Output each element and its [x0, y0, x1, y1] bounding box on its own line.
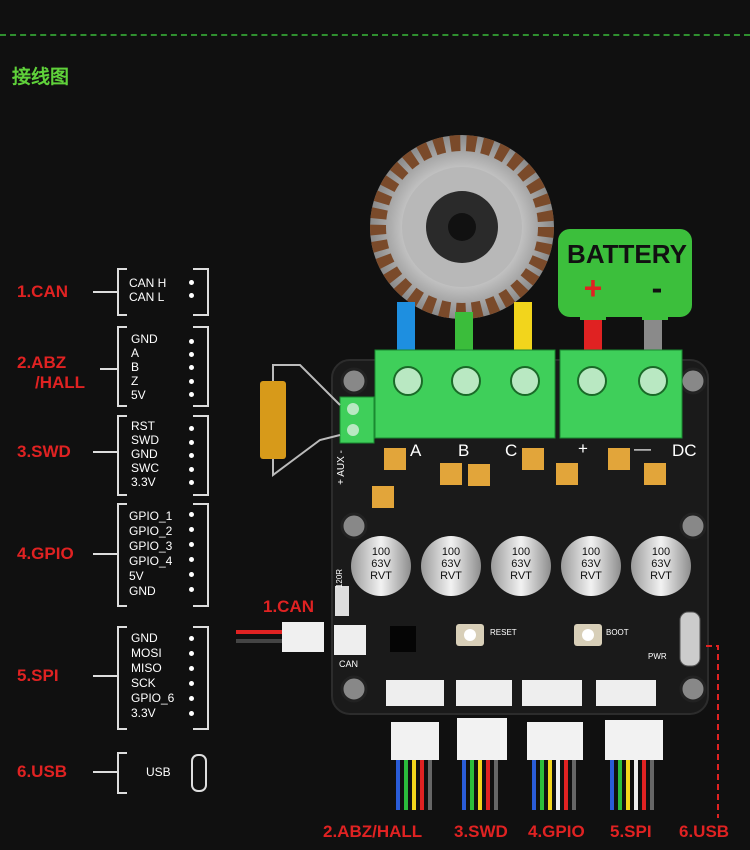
- group-label-can: 1.CAN: [17, 282, 69, 301]
- termination-jumper: [335, 586, 349, 616]
- pwr-label: PWR: [648, 652, 667, 661]
- bottom-label-swd: 3.SWD: [454, 822, 508, 841]
- pin-dot: [189, 439, 194, 445]
- usb-c-board: [679, 611, 701, 667]
- group-label-spi: 5.SPI: [17, 666, 59, 685]
- connector-line: [93, 771, 117, 773]
- boot-label: BOOT: [606, 628, 629, 637]
- pin-header: [193, 415, 209, 496]
- pin-dot: [189, 293, 194, 298]
- battery-plus: +: [583, 270, 603, 306]
- bracket: [117, 326, 127, 407]
- pin-dot: [189, 557, 194, 562]
- pin-dot: [189, 339, 194, 344]
- connector-line: [93, 675, 117, 677]
- can-connector: [334, 625, 366, 655]
- pin-dot: [189, 280, 194, 285]
- pin-dot: [189, 352, 194, 358]
- pin-header: [193, 503, 209, 607]
- pin-dot: [189, 696, 194, 701]
- pin-dot: [189, 527, 194, 532]
- r120-label: 120R: [335, 568, 345, 589]
- pin-dot: [189, 636, 194, 641]
- board-can-label: CAN: [339, 659, 359, 669]
- pin-dot: [189, 378, 194, 384]
- pin-dot: [189, 466, 194, 472]
- header-divider: [0, 34, 750, 36]
- pin-header: [193, 326, 209, 407]
- pin-dot: [189, 453, 194, 459]
- pin-dot: [189, 681, 194, 686]
- bracket: [117, 752, 127, 794]
- reset-label: RESET: [490, 628, 517, 637]
- pin-header: [193, 626, 209, 730]
- dc-label: DC: [672, 441, 697, 460]
- can-callout: 1.CAN: [263, 597, 315, 616]
- pin-dot: [189, 365, 194, 371]
- usb-callout-line: [706, 645, 719, 818]
- pin-dot: [189, 711, 194, 716]
- group-label-usb: 6.USB: [17, 762, 68, 781]
- capacitor-row: [351, 536, 691, 596]
- bracket: [117, 415, 127, 496]
- phase-label-b: B: [458, 441, 470, 460]
- chip: [390, 626, 416, 652]
- aux-terminal-block: [339, 396, 375, 444]
- connector-line: [100, 368, 117, 370]
- bottom-label-usb: 6.USB: [679, 822, 730, 841]
- battery-label: BATTERY: [567, 239, 687, 269]
- connector-line: [93, 553, 117, 555]
- group-label-abz-hall: 2.ABZ /HALL: [17, 353, 86, 392]
- aux-label: + AUX -: [335, 450, 347, 485]
- power-minus-label: —: [634, 439, 651, 458]
- power-plus-label: +: [578, 439, 588, 458]
- pin-dot: [189, 542, 194, 547]
- cable-plugs: [391, 718, 663, 760]
- wire-c: [514, 302, 532, 362]
- usb-c-port-icon: [191, 754, 207, 792]
- group-label-swd: 3.SWD: [17, 442, 71, 461]
- pin-dot: [189, 651, 194, 656]
- can-plug: [282, 622, 324, 652]
- pin-dot: [189, 512, 194, 517]
- pin-dot: [189, 480, 194, 486]
- bracket: [117, 503, 127, 607]
- pin-header: [193, 268, 209, 316]
- page-title: 接线图: [12, 66, 70, 88]
- pin-dot: [189, 587, 194, 592]
- pin-dot: [189, 572, 194, 577]
- bottom-label-gpio: 4.GPIO: [528, 822, 585, 841]
- connector-line: [93, 451, 117, 453]
- pin-list-usb: USB: [146, 765, 171, 779]
- pin-dot: [189, 391, 194, 397]
- bottom-label-spi: 5.SPI: [610, 822, 652, 841]
- group-label-gpio: 4.GPIO: [17, 544, 74, 563]
- wire-a: [397, 302, 415, 362]
- battery-icon: [558, 229, 692, 320]
- connector-line: [93, 291, 117, 293]
- phase-label-c: C: [505, 441, 518, 460]
- phase-label-a: A: [410, 441, 422, 460]
- battery-minus: -: [651, 270, 663, 306]
- pin-dot: [189, 666, 194, 671]
- pin-dot: [189, 426, 194, 431]
- bracket: [117, 626, 127, 730]
- bracket: [117, 268, 127, 316]
- bldc-motor-icon: [370, 135, 554, 319]
- bottom-label-abz-hall: 2.ABZ/HALL: [323, 822, 423, 841]
- power-terminal-block: [559, 349, 683, 439]
- brake-resistor: [260, 381, 286, 459]
